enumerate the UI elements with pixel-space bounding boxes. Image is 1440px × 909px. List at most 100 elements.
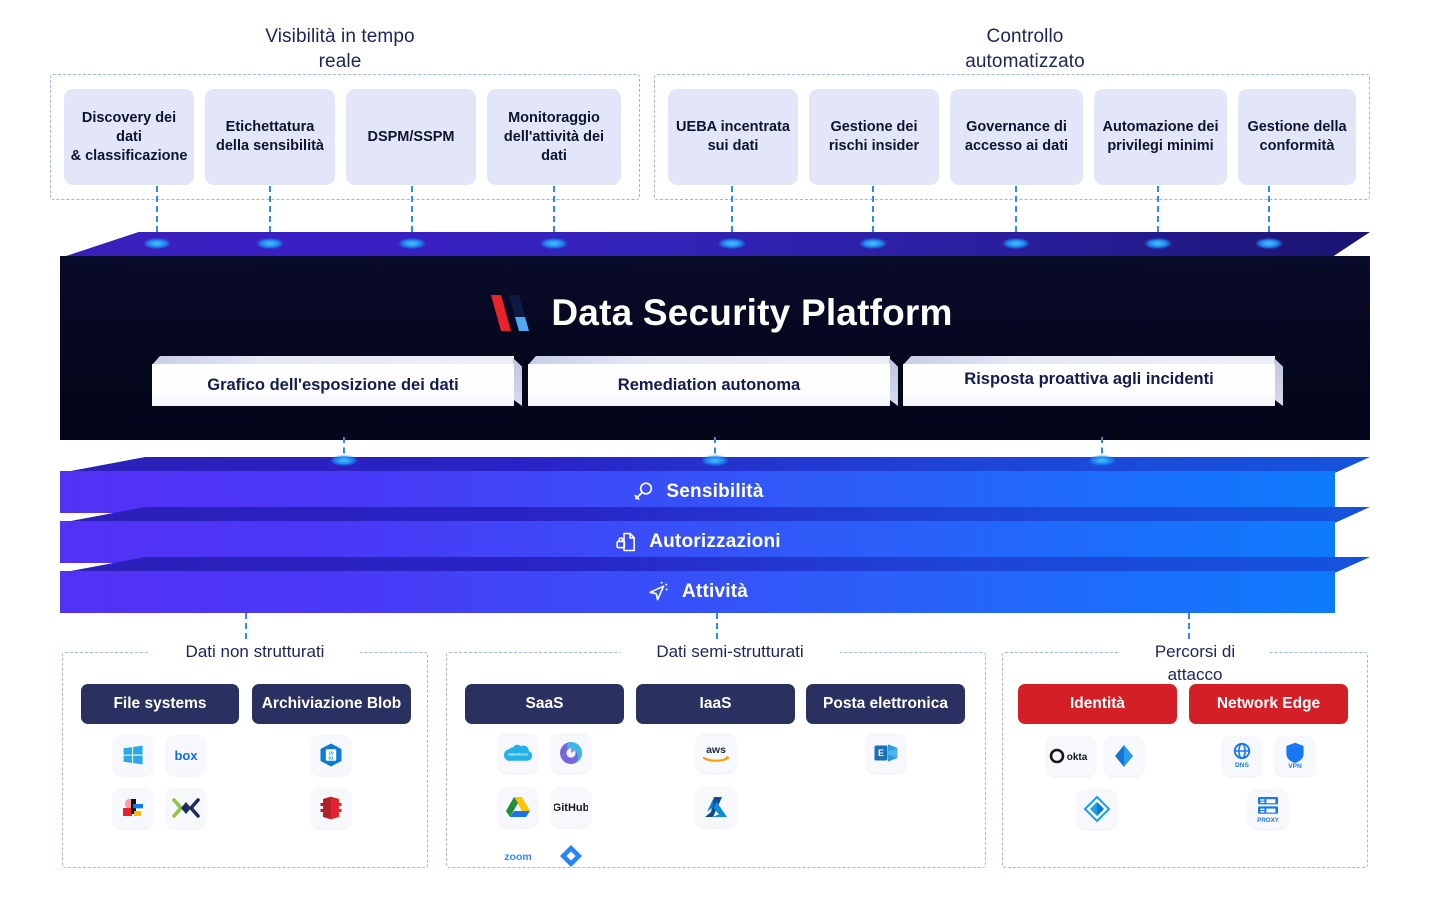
svg-text:aws: aws	[706, 744, 726, 756]
svg-text:zoom: zoom	[504, 851, 531, 863]
connector-bottom-3	[1188, 613, 1190, 649]
control-group-box	[654, 74, 1370, 200]
chip-data-centric-ueba[interactable]: UEBA incentrata sui dati	[668, 89, 798, 185]
chip-compliance-management[interactable]: Gestione della conformità	[1238, 89, 1356, 185]
exchange-icon[interactable]: E	[866, 733, 906, 773]
chip-data-access-governance[interactable]: Governance di accesso ai dati	[950, 89, 1083, 185]
platform-card-autonomous-remediation[interactable]: Remediation autonoma	[528, 356, 898, 406]
group-title-line-1: Percorsi di	[1154, 642, 1236, 661]
glow-dot-4	[540, 238, 568, 249]
top-group-caption-control: Controllo automatizzato	[915, 24, 1135, 74]
caption-line-2: reale	[318, 51, 362, 72]
chip-least-privilege-automation[interactable]: Automazione dei privilegi minimi	[1094, 89, 1227, 185]
connector-chip-1	[156, 186, 158, 242]
connector-chip-8	[1157, 186, 1159, 242]
proxy-icon[interactable]: PROXY	[1248, 789, 1288, 829]
entra-id-icon[interactable]	[1077, 789, 1117, 829]
pill-label: Identità	[1069, 695, 1126, 712]
card-top-face	[903, 356, 1275, 365]
data-security-platform	[60, 232, 1370, 440]
svg-text:DNS: DNS	[1235, 762, 1250, 769]
layer-label-row: Autorizzazioni	[60, 521, 1335, 563]
connector-platform-layer-3	[1101, 437, 1103, 464]
chip-sensitivity-labeling[interactable]: Etichettatura della sensibilità	[205, 89, 335, 185]
visibility-group-box	[50, 74, 640, 200]
chip-dspm-sspm[interactable]: DSPM/SSPM	[346, 89, 476, 185]
zoom-icon[interactable]: zoom	[498, 841, 538, 871]
card-right-face	[513, 358, 522, 406]
aws-s3-icon[interactable]	[311, 788, 351, 828]
google-drive-icon[interactable]	[498, 787, 538, 827]
chip-discovery-classification[interactable]: Discovery dei dati & classificazione	[64, 89, 194, 185]
vpn-icon[interactable]: VPN	[1275, 736, 1315, 776]
card-label: Remediation autonoma	[617, 376, 801, 394]
source-pill-blob-storage[interactable]: Archiviazione Blob	[252, 684, 411, 724]
platform-card-proactive-incident-response[interactable]: Risposta proattiva agli incidenti	[903, 356, 1283, 406]
layer-front-face	[60, 471, 1335, 513]
source-pill-saas[interactable]: SaaS	[465, 684, 624, 724]
microsoft-365-icon[interactable]	[551, 733, 591, 773]
source-pill-email[interactable]: Posta elettronica	[806, 684, 965, 724]
group-title-line-1: Dati non strutturati	[185, 642, 325, 661]
nasuni-icon[interactable]	[113, 788, 153, 828]
active-directory-icon[interactable]	[1104, 736, 1144, 776]
jira-icon[interactable]	[551, 841, 591, 871]
connector-bottom-2	[716, 613, 718, 649]
connector-chip-5	[731, 186, 733, 242]
pill-label: SaaS	[525, 695, 564, 712]
cursor-activity-icon	[647, 580, 671, 604]
windows-icon[interactable]	[113, 735, 153, 775]
glow-dot-3	[398, 238, 426, 249]
chip-label: Monitoraggio dell'attività dei dati	[503, 109, 605, 164]
caption-line-1: Controllo	[986, 26, 1064, 47]
chip-insider-risk-management[interactable]: Gestione dei rischi insider	[809, 89, 939, 185]
nutanix-icon[interactable]	[166, 788, 206, 828]
glow-dot-layer-3	[1088, 455, 1116, 466]
salesforce-icon[interactable]: salesforce	[498, 733, 538, 773]
github-icon[interactable]: GitHub	[551, 787, 591, 827]
layer-permissions[interactable]: Autorizzazioni	[60, 507, 1370, 563]
document-lock-icon	[614, 530, 638, 554]
pill-label: Network Edge	[1216, 695, 1321, 712]
source-pill-identity[interactable]: Identità	[1018, 684, 1177, 724]
layer-label: Autorizzazioni	[649, 531, 781, 552]
layer-label: Sensibilità	[666, 481, 764, 502]
svg-text:GitHub: GitHub	[554, 802, 588, 814]
aws-icon[interactable]: aws	[696, 733, 736, 773]
chip-data-activity-monitoring[interactable]: Monitoraggio dell'attività dei dati	[487, 89, 621, 185]
connector-platform-layer-2	[714, 437, 716, 464]
glow-dot-6	[859, 238, 887, 249]
connector-chip-3	[411, 186, 413, 242]
box-icon[interactable]: box	[166, 735, 206, 775]
source-pill-file-systems[interactable]: File systems	[81, 684, 239, 724]
layer-front-face	[60, 521, 1335, 563]
glow-dot-5	[718, 238, 746, 249]
layer-activity[interactable]: Attività	[60, 557, 1370, 613]
glow-dot-9	[1255, 238, 1283, 249]
platform-body	[60, 256, 1370, 440]
card-top-face	[528, 356, 890, 365]
source-pill-iaas[interactable]: IaaS	[636, 684, 795, 724]
svg-text:10: 10	[328, 751, 334, 756]
top-group-caption-visibility: Visibilità in tempo reale	[230, 24, 450, 74]
pill-label: Archiviazione Blob	[261, 695, 402, 712]
azure-blob-storage-icon[interactable]: 10 01	[311, 735, 351, 775]
svg-text:salesforce: salesforce	[508, 752, 529, 757]
card-label: Risposta proattiva agli incidenti	[964, 370, 1214, 388]
layer-top-face	[60, 557, 1370, 573]
layer-label-row: Attività	[60, 571, 1335, 613]
connector-chip-9	[1268, 186, 1270, 242]
pill-label: Posta elettronica	[823, 695, 948, 712]
source-pill-network-edge[interactable]: Network Edge	[1189, 684, 1348, 724]
azure-icon[interactable]	[696, 787, 736, 827]
platform-card-exposure-graph[interactable]: Grafico dell'esposizione dei dati	[152, 356, 522, 406]
svg-text:E: E	[878, 748, 884, 758]
okta-icon[interactable]: okta	[1046, 736, 1096, 776]
connector-platform-layer-1	[343, 437, 345, 464]
dns-icon[interactable]: DNS	[1222, 736, 1262, 776]
layer-label: Attività	[682, 581, 748, 602]
card-front-face: Grafico dell'esposizione dei dati	[152, 364, 514, 406]
card-label-wrap: Risposta proattiva agli incidenti	[918, 368, 1260, 390]
bottom-group-title-unstructured: Dati non strutturati	[150, 640, 360, 663]
chip-label: Automazione dei privilegi minimi	[1102, 119, 1219, 154]
